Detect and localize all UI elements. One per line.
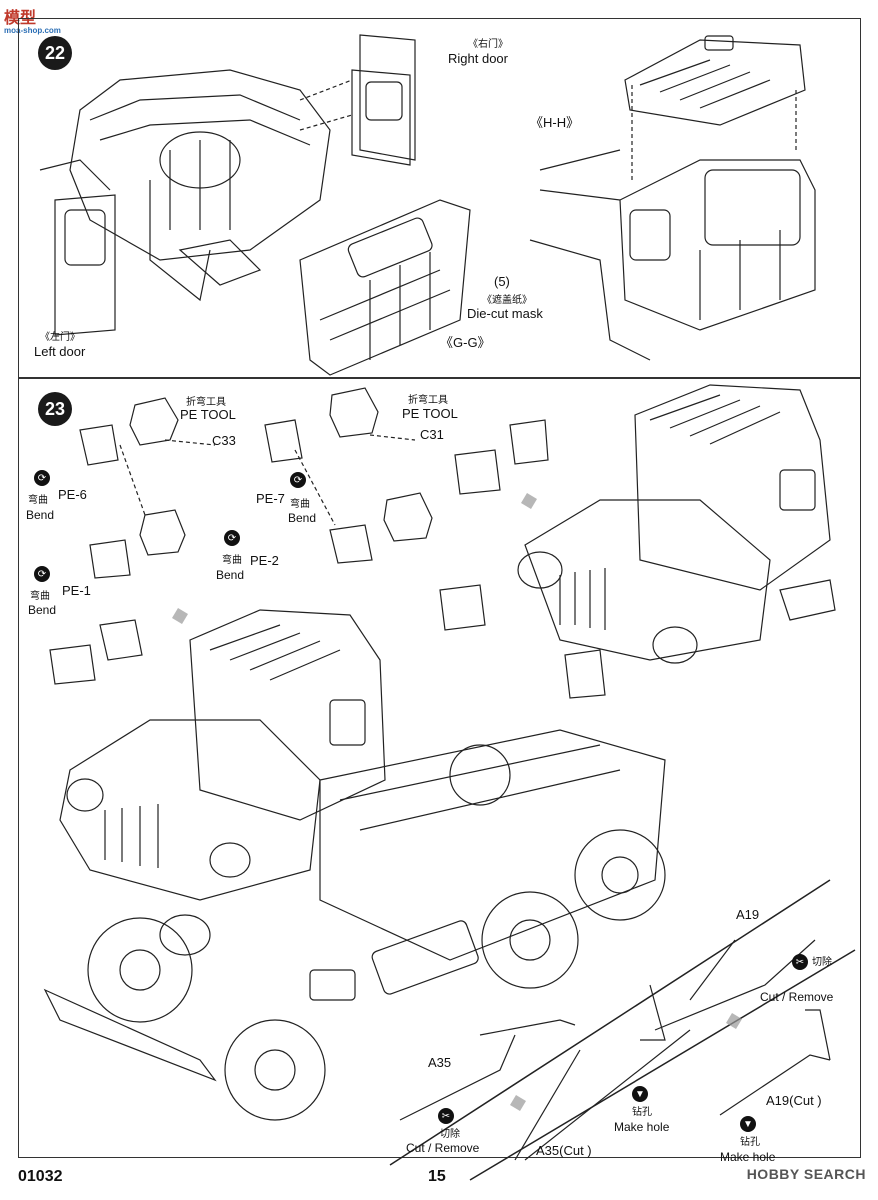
cut-label-1: Cut / Remove: [760, 990, 834, 1004]
hh-label: 《H-H》: [530, 115, 580, 130]
cut-cn-2: 切除: [440, 1129, 460, 1140]
drill-icon: ▼: [632, 1086, 648, 1102]
make-hole-label-2: Make hole: [720, 1150, 776, 1164]
a35-cut-label: A35(Cut ): [536, 1143, 592, 1158]
step-divider: [18, 377, 861, 379]
cut-icon: ✂: [792, 954, 808, 970]
mask-cn: 《遮盖纸》: [482, 295, 532, 306]
page-frame: [18, 18, 861, 1158]
bend-label-2: Bend: [288, 511, 317, 525]
a19-cut-label: A19(Cut ): [766, 1093, 822, 1108]
cut-cn-1: 切除: [812, 957, 832, 968]
make-hole-label-1: Make hole: [614, 1120, 670, 1134]
c31-label: C31: [420, 427, 444, 442]
bend-icon: ⟳: [224, 530, 240, 546]
pe6-label: PE-6: [58, 487, 87, 502]
left-door-cn: 《左门》: [40, 332, 80, 343]
pe-tool-cn-1: 折弯工具: [186, 397, 226, 408]
step-22-badge: 22: [38, 36, 72, 70]
kit-code: 01032: [18, 1168, 63, 1185]
drill-icon: ▼: [740, 1116, 756, 1132]
bend-label-3: Bend: [216, 568, 245, 582]
drill-cn-2: 钻孔: [740, 1137, 760, 1148]
cut-icon: ✂: [438, 1108, 454, 1124]
c33-label: C33: [212, 433, 236, 448]
brand-watermark: HOBBY SEARCH: [746, 1166, 866, 1182]
pe1-label: PE-1: [62, 583, 91, 598]
bend-cn-1: 弯曲: [28, 495, 48, 506]
bend-icon: ⟳: [290, 472, 306, 488]
mask-number: (5): [494, 274, 510, 289]
pe-tool-label-2: PE TOOL: [402, 406, 458, 421]
right-door-cn: 《右门》: [468, 39, 508, 50]
pe7-label: PE-7: [256, 491, 285, 506]
bend-icon: ⟳: [34, 566, 50, 582]
cut-label-2: Cut / Remove: [406, 1141, 480, 1155]
step-23-badge: 23: [38, 392, 72, 426]
a19-label: A19: [736, 907, 760, 922]
pe-tool-cn-2: 折弯工具: [408, 395, 448, 406]
drill-cn-1: 钻孔: [632, 1107, 652, 1118]
bend-label-1: Bend: [26, 508, 55, 522]
bend-cn-4: 弯曲: [30, 591, 50, 602]
bend-cn-2: 弯曲: [290, 499, 310, 510]
gg-label: 《G-G》: [440, 335, 491, 350]
pe-tool-label-1: PE TOOL: [180, 407, 236, 422]
page-number: 15: [428, 1168, 446, 1185]
bend-label-4: Bend: [28, 603, 57, 617]
bend-icon: ⟳: [34, 470, 50, 486]
a35-label: A35: [428, 1055, 452, 1070]
mask-label: Die-cut mask: [467, 306, 543, 321]
left-door-label: Left door: [34, 344, 86, 359]
right-door-label: Right door: [448, 51, 508, 66]
pe2-label: PE-2: [250, 553, 279, 568]
bend-cn-3: 弯曲: [222, 555, 242, 566]
